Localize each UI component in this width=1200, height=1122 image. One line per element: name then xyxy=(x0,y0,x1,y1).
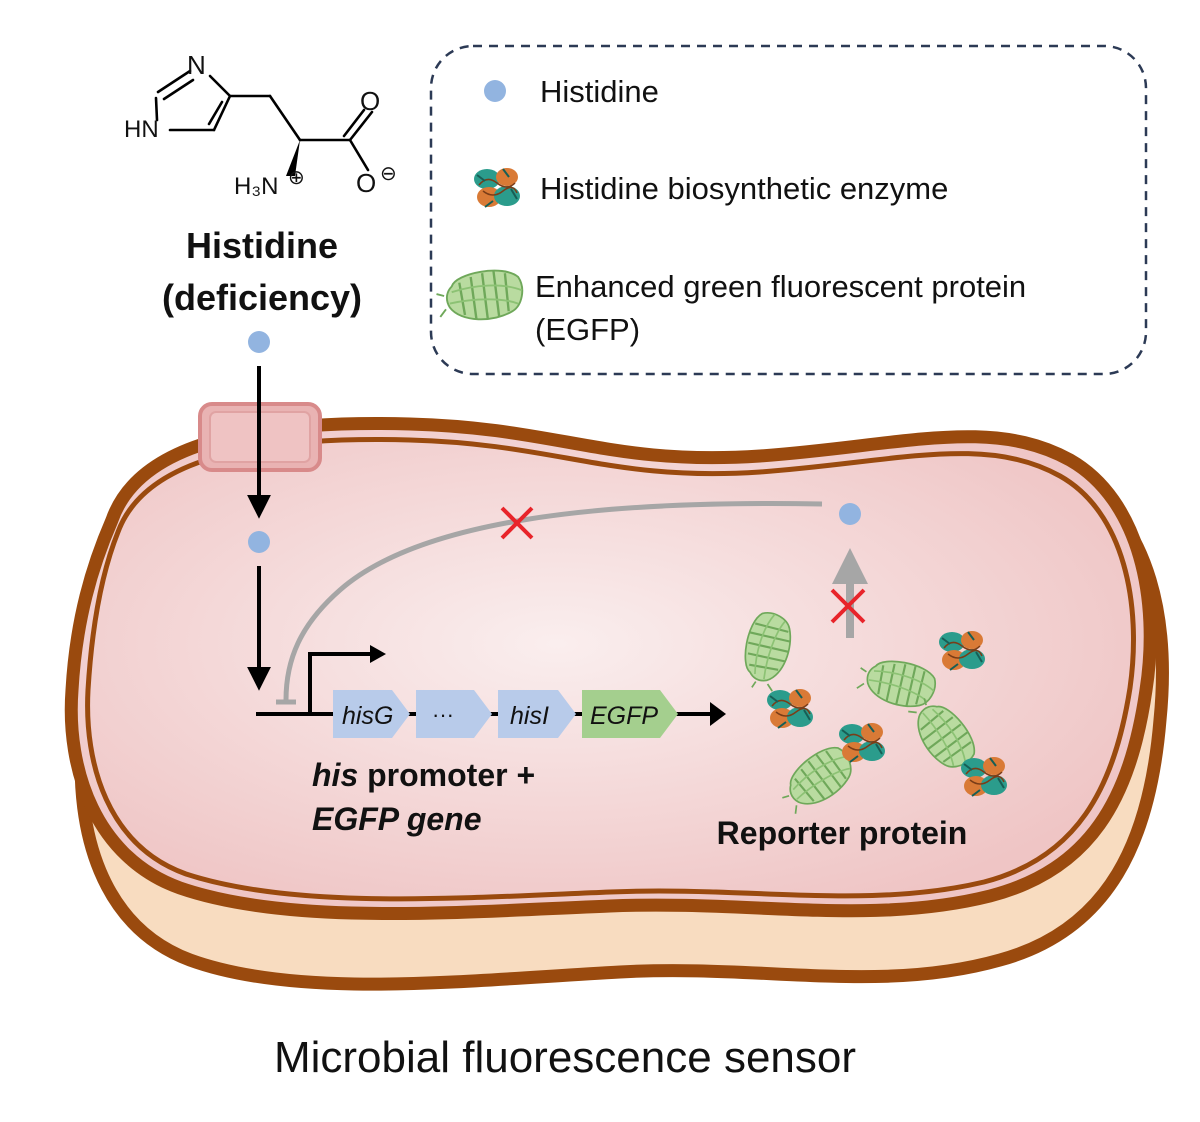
cell-wall-front xyxy=(64,417,1157,921)
reporter-label: Reporter protein xyxy=(717,815,968,851)
gene-ellipsis xyxy=(416,690,492,738)
legend-label-egfp: Enhanced green fluorescent protein xyxy=(535,269,1026,304)
gene-label-hisG: hisG xyxy=(342,702,393,730)
charge-minus: ⊖ xyxy=(380,163,397,185)
egfp-icon xyxy=(435,269,524,321)
gene-label-egfp: EGFP xyxy=(590,702,658,730)
atom-o-top: O xyxy=(360,86,380,116)
histidine-structure: N HN O H₃N ⊕ O ⊖ xyxy=(124,50,397,200)
feedback-inhibition-line xyxy=(283,501,823,701)
atom-o-minus: O xyxy=(356,168,376,198)
charge-plus: ⊕ xyxy=(288,167,305,189)
promoter-label-rest: promoter + xyxy=(358,757,535,793)
gene-label-hisI: hisI xyxy=(510,702,549,730)
legend-label-egfp-abbr: (EGFP) xyxy=(535,312,640,347)
histidine-dot-synthesized xyxy=(839,503,861,525)
promoter-label: his promoter + xyxy=(312,757,535,793)
gene-hisG xyxy=(333,690,410,738)
promoter-arrow xyxy=(308,652,372,712)
cell-membrane-inner xyxy=(85,437,1136,902)
histidine-dot-inside xyxy=(248,531,270,553)
synthesis-arrow-head xyxy=(832,548,868,584)
promoter-label-italic: his xyxy=(312,757,358,793)
histidine-dot-icon xyxy=(484,80,506,102)
gene-egfp xyxy=(582,690,678,738)
atom-h3n: H₃N xyxy=(234,173,278,200)
dna-arrow-head xyxy=(710,702,726,726)
atom-n-top: N xyxy=(187,50,206,80)
inhibition-cross-top xyxy=(500,506,534,540)
legend-label-histidine: Histidine xyxy=(540,74,659,109)
figure-caption: Microbial fluorescence sensor xyxy=(274,1033,856,1082)
legend-label-enzyme: Histidine biosynthetic enzyme xyxy=(540,171,948,206)
molecule-note: (deficiency) xyxy=(162,277,362,318)
legend: Histidine Histidine biosynthetic enzyme … xyxy=(429,44,1148,376)
atom-hn: HN xyxy=(124,116,159,143)
legend-box xyxy=(429,44,1148,376)
egfp-gene-label: EGFP gene xyxy=(312,801,482,837)
histidine-dot-outside xyxy=(248,331,270,353)
gene-label-ellipsis: ··· xyxy=(432,702,454,727)
promoter-arrow-head xyxy=(370,645,386,663)
gene-construct: hisG ··· hisI EGFP xyxy=(256,645,726,738)
enzyme-icon xyxy=(473,167,521,208)
molecule-name: Histidine xyxy=(186,225,338,266)
inhibition-cross-bottom xyxy=(830,588,866,624)
gene-hisI xyxy=(498,690,576,738)
